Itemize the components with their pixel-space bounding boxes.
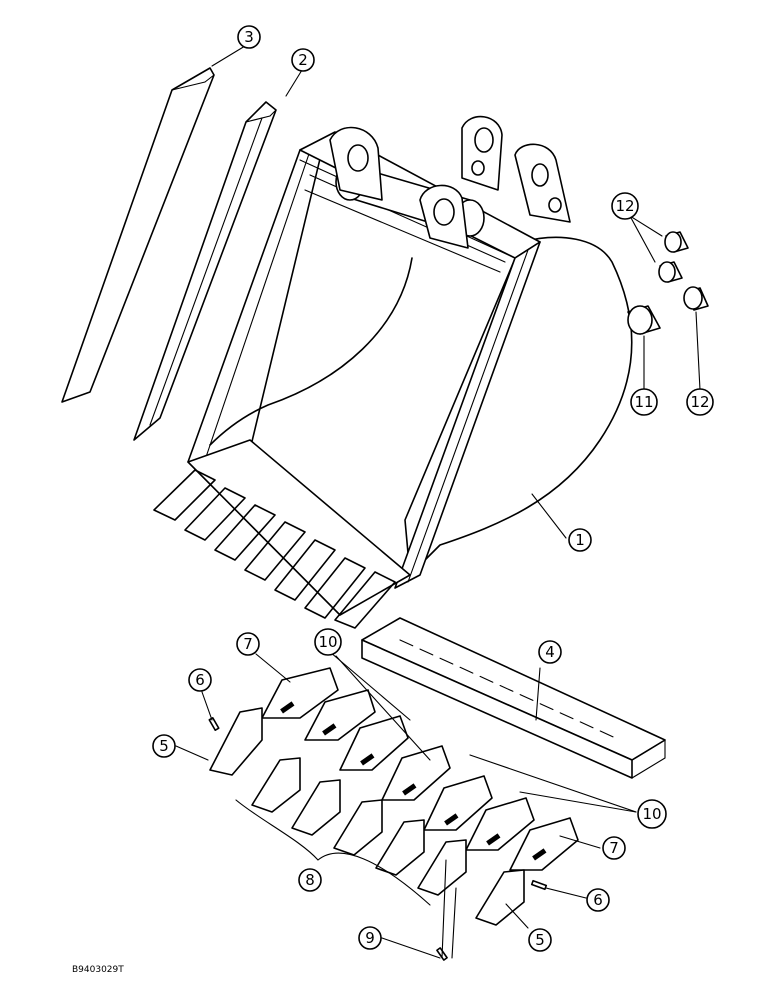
tips (209, 707, 525, 926)
callouts: 3 2 12 11 12 1 7 10 (152, 25, 714, 952)
callout-8: 8 (298, 868, 322, 892)
callout-12-top: 12 (611, 192, 639, 220)
callout-6-top: 6 (188, 668, 212, 692)
callout-5-left-label: 5 (159, 737, 169, 755)
callout-11-label: 11 (634, 393, 653, 411)
callout-10-right: 10 (637, 799, 667, 829)
callout-5-left: 5 (152, 734, 176, 758)
bushing-12-top (664, 231, 689, 253)
callout-3: 3 (237, 25, 261, 49)
part-1-bucket (153, 115, 633, 629)
callout-12-bottom-label: 12 (690, 393, 709, 411)
callout-4-label: 4 (545, 643, 555, 661)
leader-lines (175, 45, 701, 959)
part-3-side-cutter (61, 67, 215, 403)
callout-6-right-label: 6 (593, 891, 603, 909)
callout-7-top: 7 (236, 632, 260, 656)
callout-6-right: 6 (586, 888, 610, 912)
callout-10-top: 10 (314, 628, 342, 656)
callout-5-bottom: 5 (528, 928, 552, 952)
callout-7-right-label: 7 (609, 839, 619, 857)
bushing-12-right (683, 286, 709, 311)
callout-8-label: 8 (305, 871, 315, 889)
bushing-12-middle (658, 261, 683, 283)
part-2-side-cutter (133, 101, 277, 441)
callout-10-top-label: 10 (318, 633, 337, 651)
callout-11: 11 (630, 388, 658, 416)
drawing-number: B9403029T (72, 965, 124, 975)
callout-5-bottom-label: 5 (535, 931, 545, 949)
brace-8 (235, 799, 431, 906)
callout-2: 2 (291, 48, 315, 72)
callout-2-label: 2 (298, 51, 308, 69)
callout-4: 4 (538, 640, 562, 664)
bushing-11 (627, 305, 661, 335)
part-4-cutting-edge (361, 617, 666, 779)
callout-7-right: 7 (602, 836, 626, 860)
callout-6-top-label: 6 (195, 671, 205, 689)
callout-9-label: 9 (365, 929, 375, 947)
callout-9: 9 (358, 926, 382, 950)
callout-3-label: 3 (244, 28, 254, 46)
callout-7-top-label: 7 (243, 635, 253, 653)
adapters (261, 667, 579, 871)
callout-1: 1 (568, 528, 592, 552)
callout-1-label: 1 (575, 531, 585, 549)
callout-12-bottom: 12 (686, 388, 714, 416)
callout-10-right-label: 10 (642, 805, 661, 823)
callout-12-top-label: 12 (615, 197, 634, 215)
bushings (627, 231, 709, 335)
